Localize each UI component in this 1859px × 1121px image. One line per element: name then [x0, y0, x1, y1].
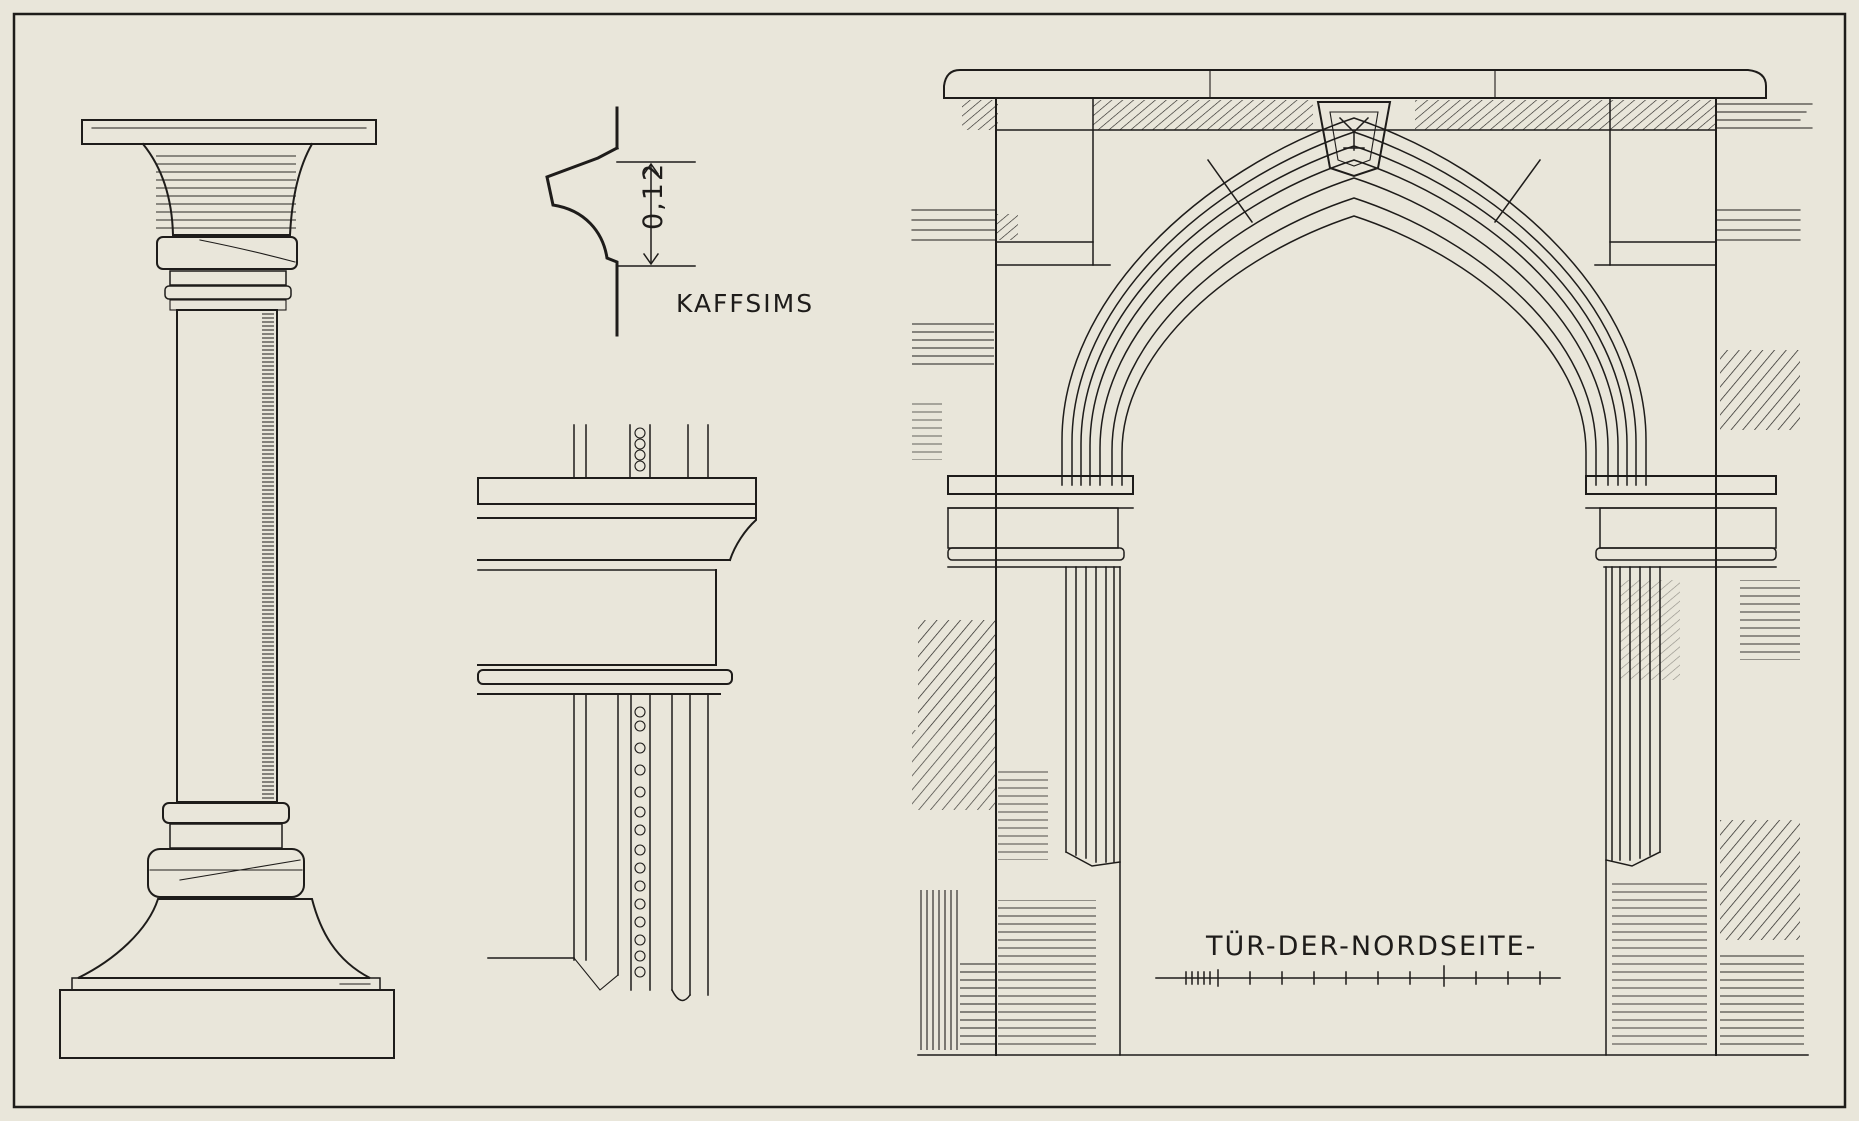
door-title: TÜR-DER-NORDSEITE-: [1205, 930, 1537, 962]
north-door-elevation: TÜR-DER-NORDSEITE-: [911, 69, 1813, 1056]
kaffsims-profile: 0,12 KAFFSIMS: [545, 106, 814, 337]
kaffsims-label: KAFFSIMS: [676, 289, 814, 318]
scale-bar-ticks: [1185, 965, 1541, 987]
column-elevation: [59, 119, 395, 1059]
dimension-label: 0,12: [638, 162, 669, 230]
respond-elevation: [477, 424, 757, 1002]
plate-frame: [12, 12, 1847, 1109]
